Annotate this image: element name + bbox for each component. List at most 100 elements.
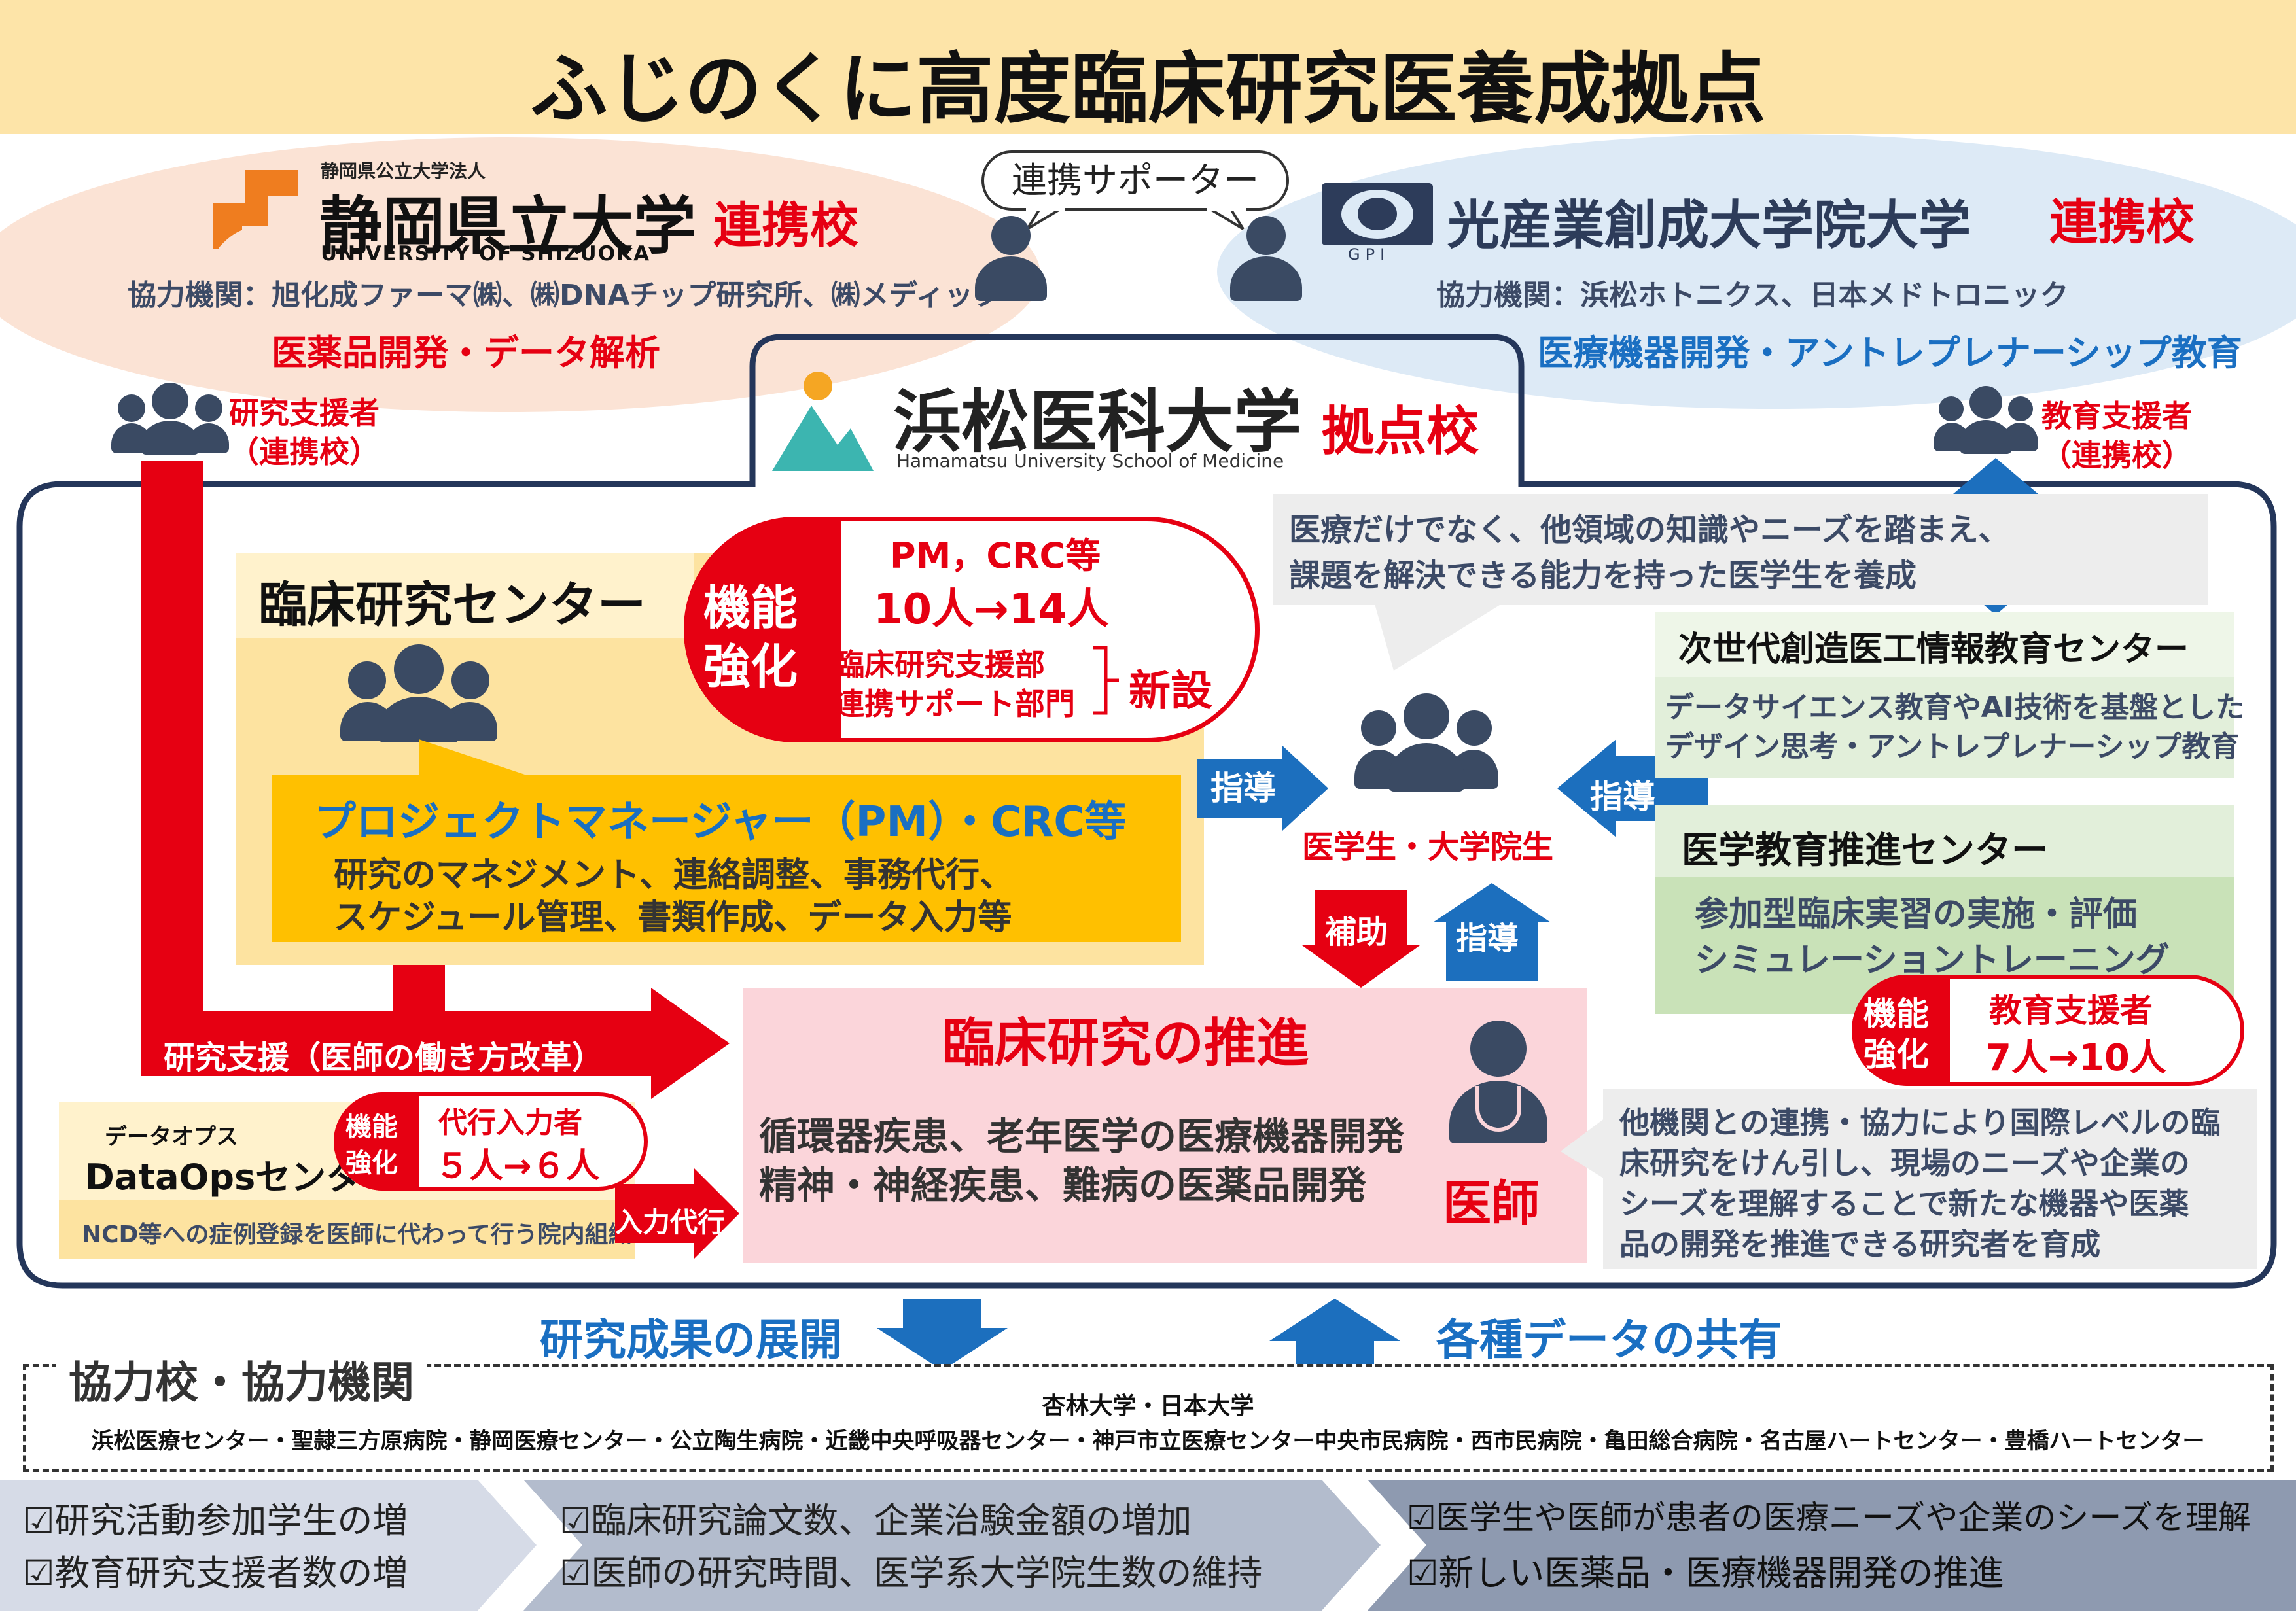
next-gen-title: 次世代創造医工情報教育センター — [1678, 630, 2189, 669]
dataops-kana: データオプス — [105, 1124, 238, 1150]
shido-up-arrow — [1433, 883, 1551, 981]
med-edu-line1: 参加型臨床実習の実施・評価 — [1695, 895, 2138, 934]
group-icon — [1354, 693, 1498, 792]
researcher-note-box — [1603, 1089, 2257, 1269]
med-edu-title-band — [1655, 805, 2234, 877]
shizuoka-corp: 静岡県公立大学法人 — [321, 160, 486, 182]
enhance3-badge2: 強化 — [345, 1148, 398, 1178]
enhance2-badge1: 機能 — [1863, 995, 1929, 1033]
speech-line2: 課題を解決できる能力を持った医学生を養成 — [1289, 557, 1917, 594]
hamamatsu-name: 浜松医科大学 — [893, 382, 1302, 462]
gpi-ellipse — [1217, 134, 2296, 409]
next-gen-line1: データサイエンス教育やAI技術を基盤とした — [1665, 691, 2245, 724]
crc-center-title: 臨床研究センター — [258, 577, 646, 633]
outcome-2-line2: ☑医師の研究時間、医学系大学院生数の維持 — [559, 1552, 1263, 1594]
enhance2-count: 7人→10人 — [1986, 1037, 2166, 1079]
enhance3-badge1: 機能 — [345, 1112, 398, 1142]
shido-left-arrow — [1197, 746, 1328, 831]
enhance2-top: 教育支援者 — [1989, 992, 2153, 1030]
input-arrow — [615, 1168, 739, 1259]
promotion-line2: 精神・神経疾患、難病の医薬品開発 — [759, 1163, 1367, 1208]
edu-supporter-line1: 教育支援者 — [2041, 398, 2192, 434]
data-share-up-arrow — [1269, 1299, 1400, 1370]
researcher-note-tail — [1561, 1112, 1613, 1184]
supporter-bubble: 連携サポーター — [981, 150, 1289, 211]
researcher-note-line4: 品の開発を推進できる研究者を育成 — [1619, 1227, 2101, 1262]
gpi-partners: 協力機関：浜松ホトニクス、日本メドトロニック — [1436, 279, 2069, 312]
next-gen-title-band — [1655, 612, 2234, 677]
results-down-arrow — [877, 1299, 1008, 1370]
supporter-bubble-text: 連携サポーター — [1012, 160, 1259, 201]
pm-heading: プロジェクトマネージャー（PM）・CRC等 — [314, 798, 1127, 846]
dataops-note: NCD等への症例登録を医師に代わって行う院内組織 — [82, 1221, 632, 1248]
pm-line1: 研究のマネジメント、連絡調整、事務代行、 — [334, 856, 1014, 895]
doctor-icon — [1449, 1021, 1547, 1145]
shizuoka-ellipse — [0, 137, 1040, 412]
researcher-note-line3: シーズを理解することで新たな機器や医薬 — [1619, 1186, 2189, 1221]
enhance3-badge — [334, 1092, 419, 1191]
med-edu-title: 医学教育推進センター — [1682, 829, 2048, 872]
students-label: 医学生・大学院生 — [1302, 829, 1554, 865]
input-arrow-label: 入力代行 — [615, 1206, 726, 1238]
group-icon — [340, 644, 497, 742]
hojo-arrow — [1302, 890, 1420, 988]
enhance1-new1: 臨床研究支援部 — [834, 647, 1045, 682]
shizuoka-logo — [213, 170, 298, 249]
cooperation-line2: 浜松医療センター・聖隷三方原病院・静岡医療センター・公立陶生病院・近畿中央呼吸器… — [91, 1428, 2205, 1454]
gpi-logo-text: GPI — [1348, 245, 1390, 264]
enhance1-new2: 連携サポート部門 — [834, 686, 1075, 722]
shizuoka-role: 連携校 — [713, 198, 858, 254]
pm-line2: スケジュール管理、書類作成、データ入力等 — [334, 898, 1012, 937]
pm-callout-notch — [419, 739, 537, 778]
enhance2-badge — [1852, 975, 1950, 1086]
speech-bubble-tail — [1374, 602, 1505, 671]
gpi-role: 連携校 — [2049, 194, 2195, 251]
shizuoka-focus: 医薬品開発・データ解析 — [272, 332, 660, 374]
enhance1-badge2: 強化 — [703, 639, 798, 694]
speech-bubble — [1273, 494, 2208, 605]
hamamatsu-name-en: Hamamatsu University School of Medicine — [896, 450, 1284, 472]
page-title: ふじのくに高度臨床研究医養成拠点 — [530, 44, 1766, 134]
shizuoka-partners: 協力機関：旭化成ファーマ㈱、㈱DNAチップ研究所、㈱メディック — [128, 279, 1002, 312]
enhance1-bracket — [1093, 646, 1119, 715]
outcome-2-line1: ☑臨床研究論文数、企業治験金額の増加 — [559, 1500, 1192, 1541]
shizuoka-name-en: UNIVERSITY OF SHIZUOKA — [321, 242, 651, 266]
hamamatsu-role: 拠点校 — [1322, 401, 1479, 462]
enhance1-count: 10人→14人 — [874, 585, 1109, 634]
title-bar — [0, 0, 2296, 134]
research-supporter-line1: 研究支援者 — [229, 395, 380, 430]
gpi-name: 光産業創成大学院大学 — [1447, 195, 1971, 256]
research-supporter-line2: （連携校） — [229, 434, 380, 470]
outcome-3-line1: ☑医学生や医師が患者の医療ニーズや企業のシーズを理解 — [1407, 1499, 2251, 1537]
shido-up-label: 指導 — [1456, 920, 1519, 957]
enhance1-top: PM，CRC等 — [890, 535, 1101, 576]
enhance1-new-label: 新設 — [1129, 667, 1212, 716]
outcome-1-line2: ☑教育研究支援者数の増 — [23, 1552, 408, 1594]
doctor-label: 医師 — [1443, 1176, 1540, 1232]
med-edu-line2: シミュレーショントレーニング — [1695, 941, 2170, 980]
person-icon — [975, 216, 1047, 301]
crc-to-arrow-connector — [393, 965, 445, 1014]
gpi-focus: 医療機器開発・アントレプレナーシップ教育 — [1538, 332, 2242, 374]
shido-right-label: 指導 — [1590, 778, 1655, 816]
outcome-3-line2: ☑新しい医薬品・医療機器開発の推進 — [1407, 1552, 2004, 1594]
hojo-label: 補助 — [1325, 914, 1388, 951]
edu-supporter-line2: （連携校） — [2041, 438, 2192, 473]
research-support-arrow — [141, 988, 730, 1099]
cooperation-title: 協力校・協力機関 — [56, 1348, 427, 1410]
hamamatsu-logo — [772, 372, 874, 471]
shido-left-label: 指導 — [1210, 769, 1276, 807]
crc-center-title-band — [236, 553, 694, 638]
outcome-1-line1: ☑研究活動参加学生の増 — [23, 1500, 408, 1541]
enhance2-badge2: 強化 — [1863, 1036, 1929, 1073]
promotion-box — [743, 988, 1587, 1263]
promotion-title: 臨床研究の推進 — [942, 1013, 1309, 1073]
next-gen-line2: デザイン思考・アントレプレナーシップ教育 — [1665, 730, 2240, 763]
group-icon — [1934, 386, 2038, 455]
researcher-note-line1: 他機関との連携・協力により国際レベルの臨 — [1619, 1105, 2221, 1140]
group-icon — [111, 383, 229, 455]
gpi-logo — [1322, 183, 1433, 245]
enhance3-count: ５人→６人 — [435, 1147, 600, 1186]
enhance3-top: 代行入力者 — [438, 1106, 582, 1140]
